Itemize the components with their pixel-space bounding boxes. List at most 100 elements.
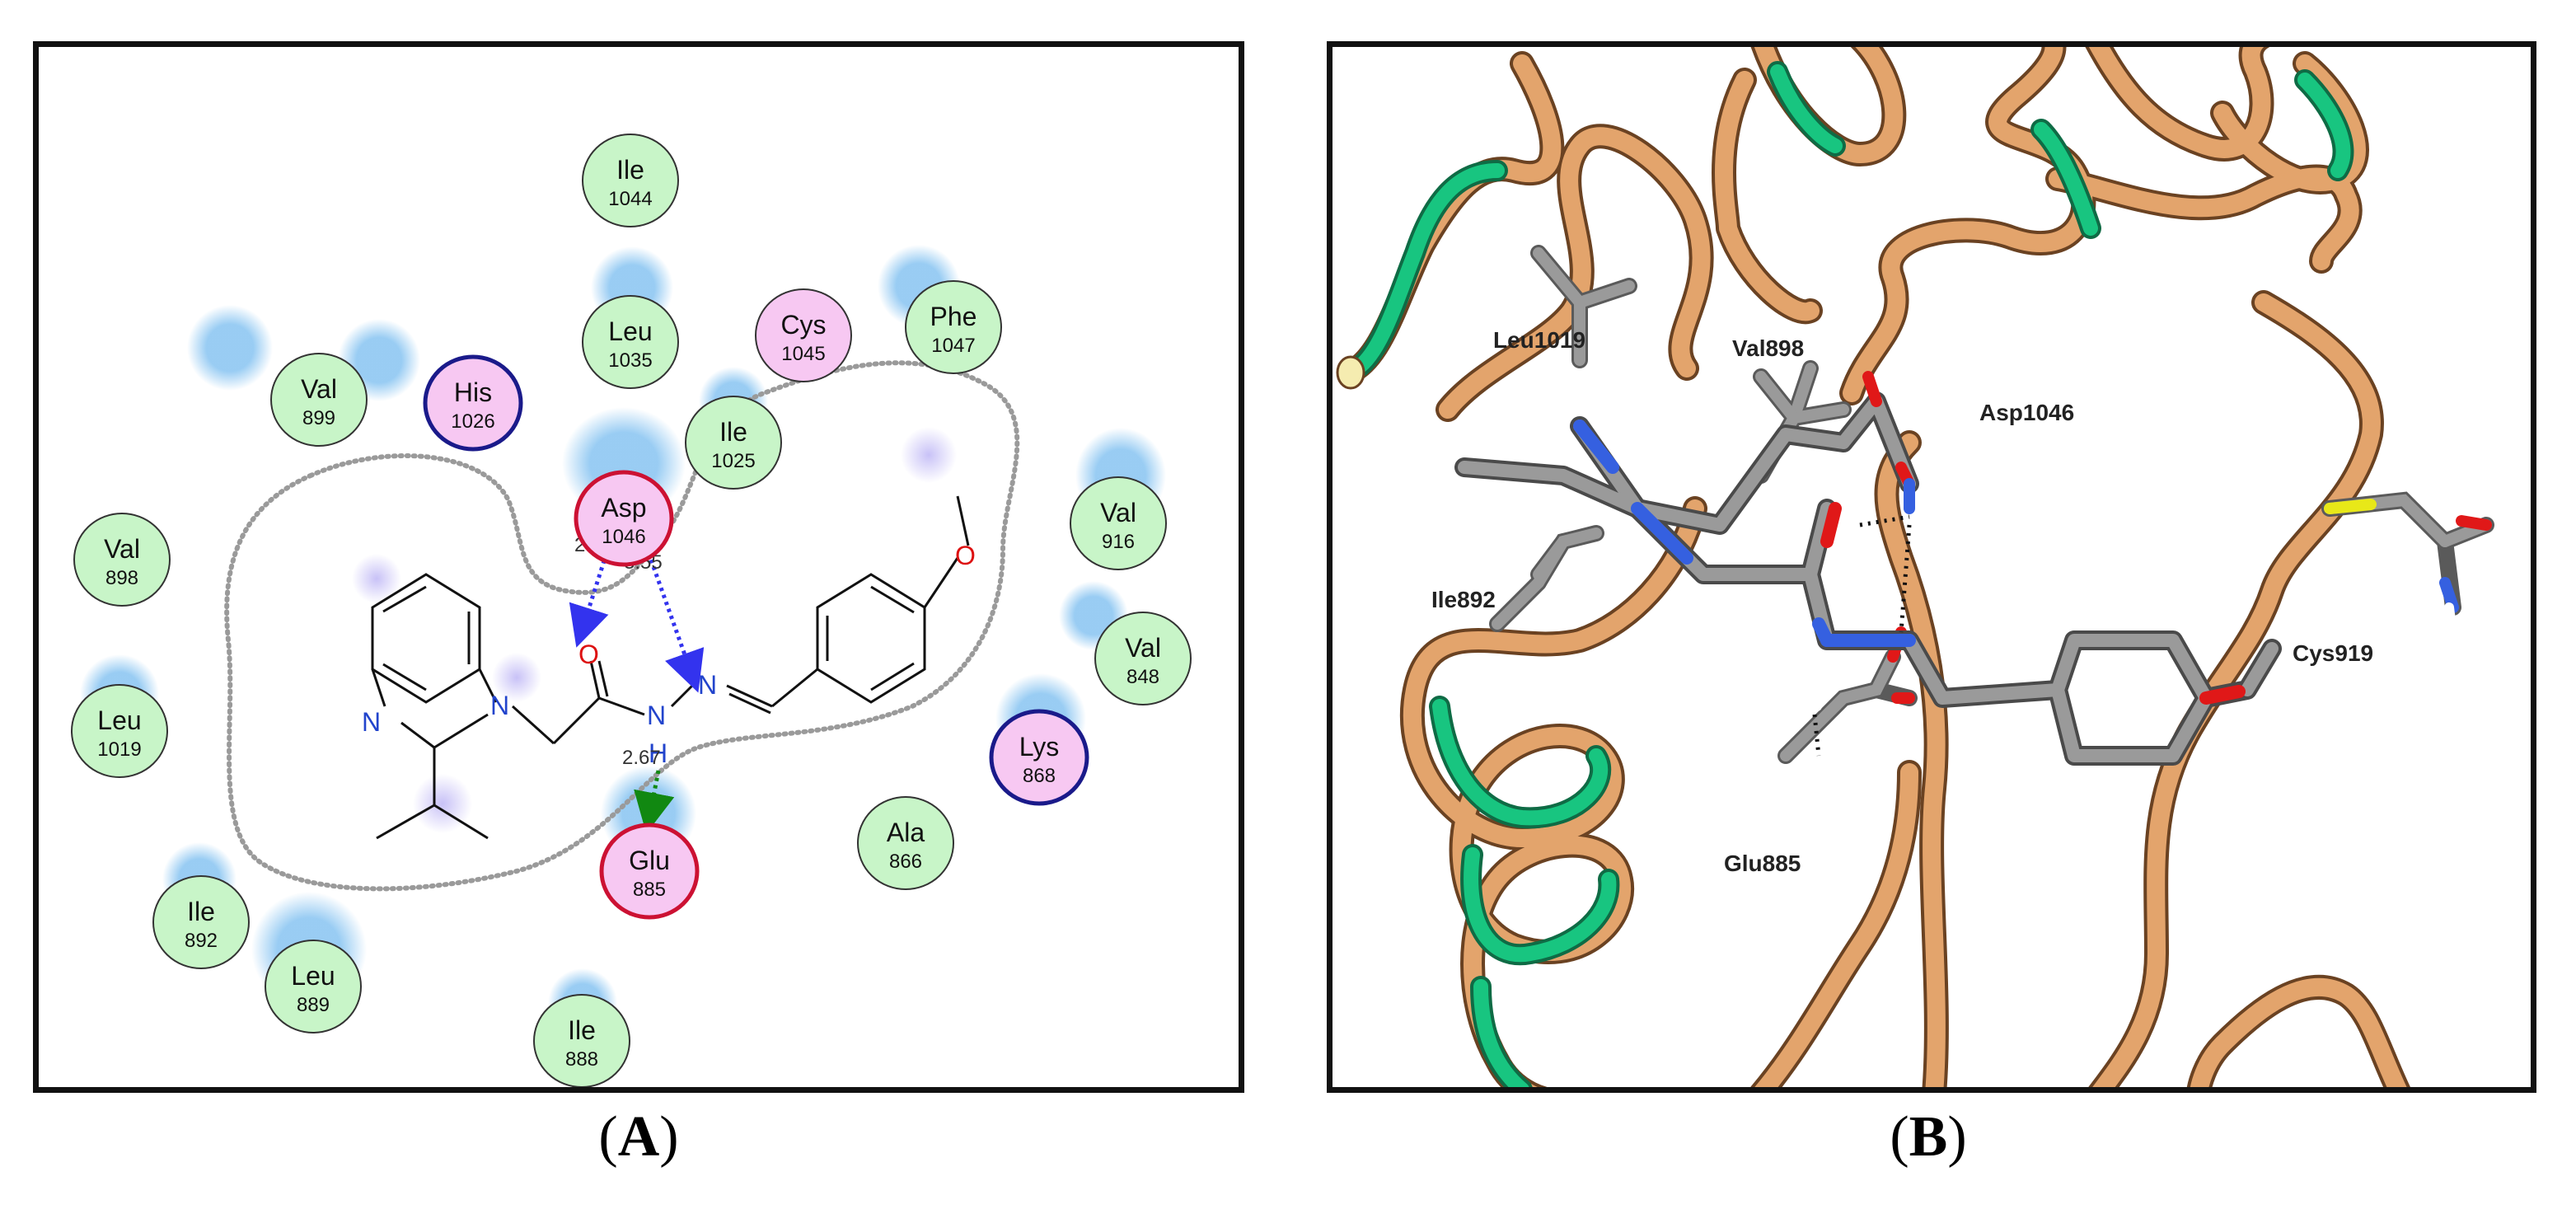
caption-a-letter: A xyxy=(617,1105,660,1169)
residue-sticks xyxy=(1489,245,2494,764)
atom-n-ring2: N xyxy=(490,691,509,720)
caption-b-letter: B xyxy=(1909,1105,1948,1169)
residue-bubble xyxy=(582,295,679,389)
residue-bubble xyxy=(270,353,368,447)
residue-labels-3d: Leu1019 Val898 Asp1046 Ile892 Cys919 Glu… xyxy=(1431,327,2373,876)
ligand-atom-labels: N N O N H N O xyxy=(362,541,976,768)
residue-bubble xyxy=(755,288,852,382)
atom-o-carbonyl: O xyxy=(578,640,599,669)
residue-name: Lys xyxy=(1019,732,1060,762)
residue-ala-866: Ala 866 xyxy=(857,796,954,890)
residue-number: 885 xyxy=(633,879,666,901)
panel-b-svg: Leu1019 Val898 Asp1046 Ile892 Cys919 Glu… xyxy=(1336,47,2494,1087)
residue-val-898: Val 898 xyxy=(73,513,171,607)
atom-n-amide: N xyxy=(647,701,666,730)
atom-n-ring: N xyxy=(362,707,381,737)
residue-name: Glu xyxy=(629,846,670,875)
residue-asp-1046: Asp 1046 xyxy=(574,470,674,567)
residue-number: 868 xyxy=(1023,765,1056,787)
protein-backbone-ribbons xyxy=(1336,47,2410,1087)
residue-bubble xyxy=(685,396,782,490)
residue-bubble xyxy=(71,684,168,778)
residue-bubble xyxy=(1070,476,1167,570)
residue-bubble xyxy=(1094,612,1192,705)
residue-number: 899 xyxy=(302,407,335,429)
label-cys919: Cys919 xyxy=(2293,640,2373,666)
residue-number: 892 xyxy=(185,930,218,952)
residue-leu-1019: Leu 1019 xyxy=(71,684,168,778)
panel-a-2d-interaction-diagram: N N O N H N O 2.4 3.55 2.67 Ile1044Leu10… xyxy=(33,41,1244,1093)
residue-his-1026: His 1026 xyxy=(423,354,523,452)
residue-leu-1035: Leu 1035 xyxy=(582,295,679,389)
residue-bubble xyxy=(574,470,674,567)
residue-name: Ile xyxy=(616,155,644,185)
atom-o-methoxy: O xyxy=(955,541,976,570)
residue-cys-1045: Cys 1045 xyxy=(755,288,852,382)
residue-name: Val xyxy=(301,374,337,404)
residue-name: Ile xyxy=(187,897,215,926)
residue-number: 1044 xyxy=(608,188,652,210)
residue-number: 1026 xyxy=(451,410,494,433)
residue-number: 1035 xyxy=(608,349,652,372)
residue-val-848: Val 848 xyxy=(1094,612,1192,705)
residue-name: His xyxy=(454,377,492,407)
residue-bubble xyxy=(152,875,250,969)
label-leu1019: Leu1019 xyxy=(1493,327,1585,353)
residue-number: 1025 xyxy=(711,450,755,472)
residue-number: 1046 xyxy=(602,526,645,548)
residue-number: 866 xyxy=(889,851,922,873)
atom-n-imine: N xyxy=(698,670,717,700)
residue-number: 1019 xyxy=(97,738,141,761)
residue-bubble xyxy=(582,134,679,227)
residue-name: Val xyxy=(1100,498,1136,527)
residue-bubble xyxy=(265,940,362,1033)
label-asp1046: Asp1046 xyxy=(1979,400,2074,425)
residue-ile-892: Ile 892 xyxy=(152,875,250,969)
residue-number: 916 xyxy=(1102,531,1135,553)
residue-phe-1047: Phe 1047 xyxy=(905,280,1002,374)
hbond-dotted-lines xyxy=(1812,514,1912,757)
residue-number: 889 xyxy=(297,994,330,1016)
label-glu885: Glu885 xyxy=(1724,851,1801,876)
residue-number: 888 xyxy=(565,1048,598,1071)
residue-number: 848 xyxy=(1126,666,1159,688)
residue-number: 898 xyxy=(105,567,138,589)
caption-panel-b: (B) xyxy=(1890,1105,1967,1169)
residue-name: Ala xyxy=(887,818,925,847)
ligand-structure xyxy=(371,495,970,840)
panel-b-3d-binding-pose: Leu1019 Val898 Asp1046 Ile892 Cys919 Glu… xyxy=(1327,41,2536,1093)
residue-bubble xyxy=(905,280,1002,374)
residue-val-916: Val 916 xyxy=(1070,476,1167,570)
residue-val-899: Val 899 xyxy=(270,353,368,447)
residue-name: Phe xyxy=(930,302,977,331)
atom-h-amide: H xyxy=(649,738,667,768)
residue-ile-888: Ile 888 xyxy=(533,994,630,1087)
caption-panel-a: (A) xyxy=(598,1105,679,1169)
label-ile892: Ile892 xyxy=(1431,587,1496,612)
residue-bubble xyxy=(73,513,171,607)
residue-name: Cys xyxy=(780,310,826,340)
residue-number: 1047 xyxy=(931,335,975,357)
residue-name: Ile xyxy=(568,1015,596,1045)
residue-lys-868: Lys 868 xyxy=(989,709,1089,806)
residue-name: Val xyxy=(1125,633,1161,663)
ligand-sticks xyxy=(1454,371,2282,766)
residue-name: Asp xyxy=(601,493,646,523)
label-val898: Val898 xyxy=(1732,335,1804,361)
residue-bubble xyxy=(533,994,630,1087)
residue-ile-1025: Ile 1025 xyxy=(685,396,782,490)
residue-name: Ile xyxy=(719,417,747,447)
residue-bubble xyxy=(989,709,1089,806)
distance-label-3: 2.67 xyxy=(622,747,661,769)
residue-name: Val xyxy=(104,534,140,564)
residue-name: Leu xyxy=(97,705,141,735)
residue-bubble xyxy=(857,796,954,890)
residue-bubble xyxy=(423,354,523,452)
residue-leu-889: Leu 889 xyxy=(265,940,362,1033)
residue-glu-885: Glu 885 xyxy=(599,823,700,920)
residue-name: Leu xyxy=(291,961,335,991)
residue-bubble xyxy=(599,823,700,920)
residue-number: 1045 xyxy=(781,343,825,365)
residue-name: Leu xyxy=(608,316,652,346)
